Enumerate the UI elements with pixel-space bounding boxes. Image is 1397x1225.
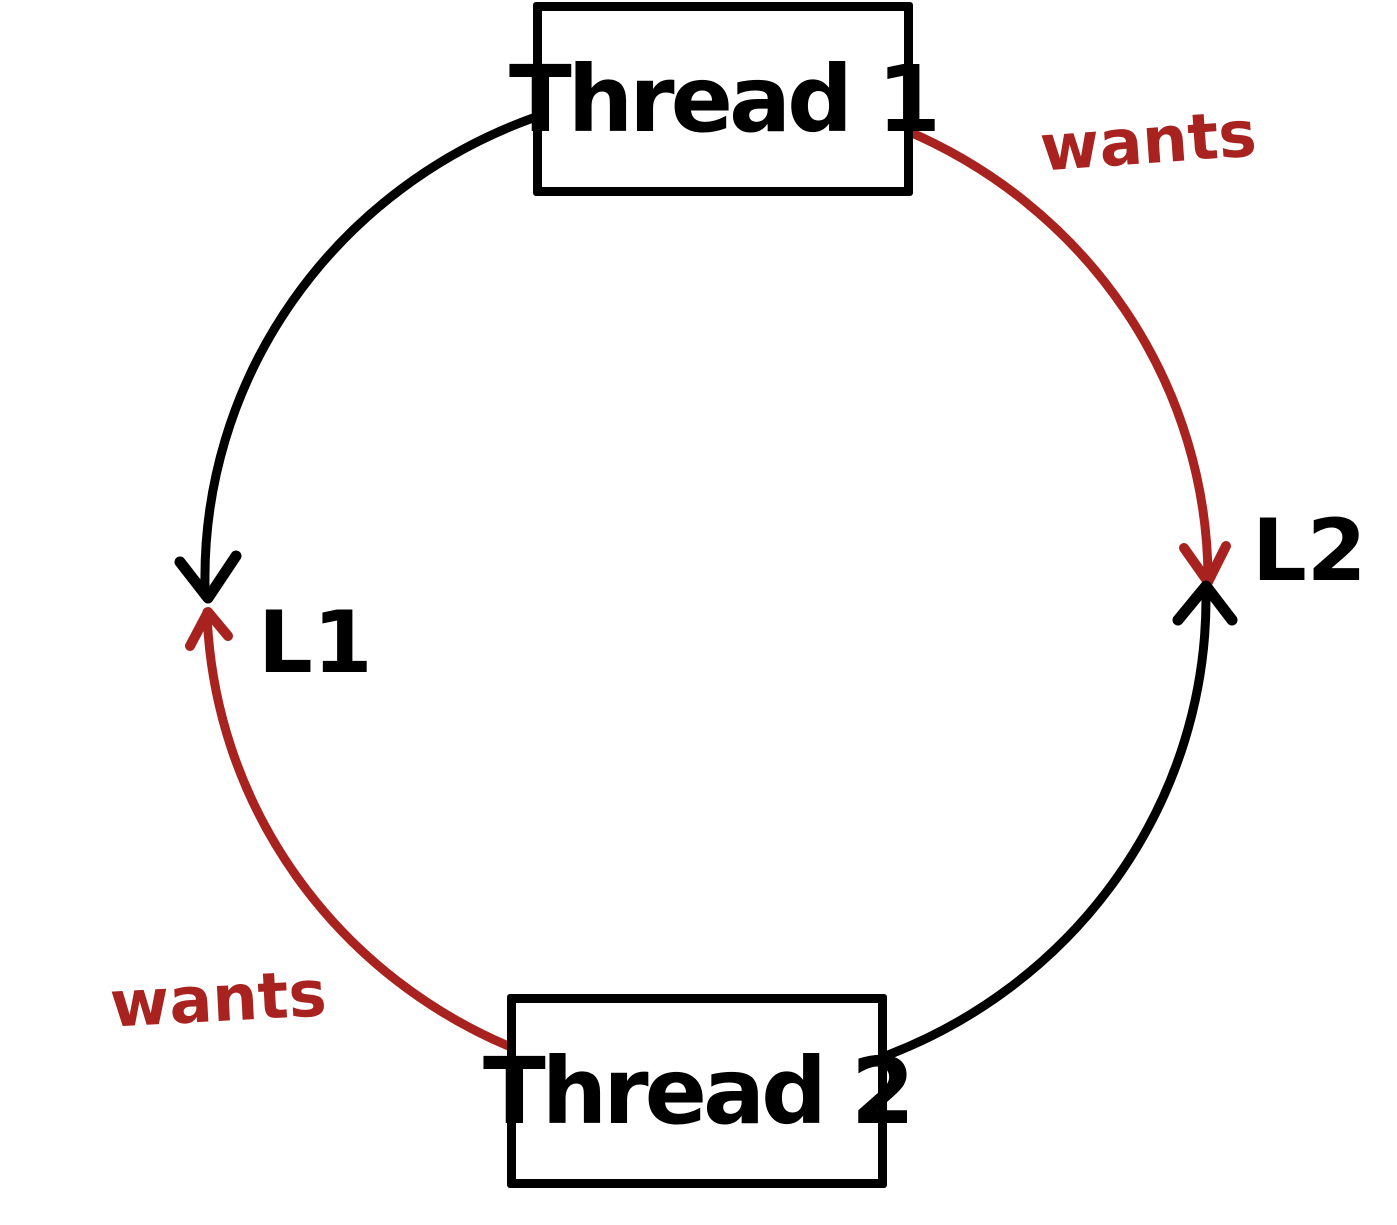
edge-thread1-wants-l2: [900, 125, 1213, 583]
edge-label-thread1-wants-l2: wants: [1037, 97, 1259, 187]
edge-thread2-wants-l1: [202, 607, 523, 1055]
arrowhead-black-l2: [1172, 580, 1238, 626]
thread-1-label: Thread 1: [509, 45, 941, 153]
lock-l1-label: L1: [258, 593, 373, 693]
thread-2-label: Thread 2: [483, 1037, 915, 1145]
lock-l2-label: L2: [1252, 501, 1367, 601]
thread-2-node: Thread 2: [483, 994, 915, 1188]
edge-thread1-holds-l1: [200, 113, 538, 590]
thread-1-node: Thread 1: [509, 2, 941, 196]
edge-label-thread2-wants-l1: wants: [108, 957, 329, 1043]
arrowhead-black-l1: [174, 550, 242, 604]
edge-thread2-holds-l2: [875, 593, 1211, 1063]
arrowhead-red-l1: [185, 607, 233, 651]
